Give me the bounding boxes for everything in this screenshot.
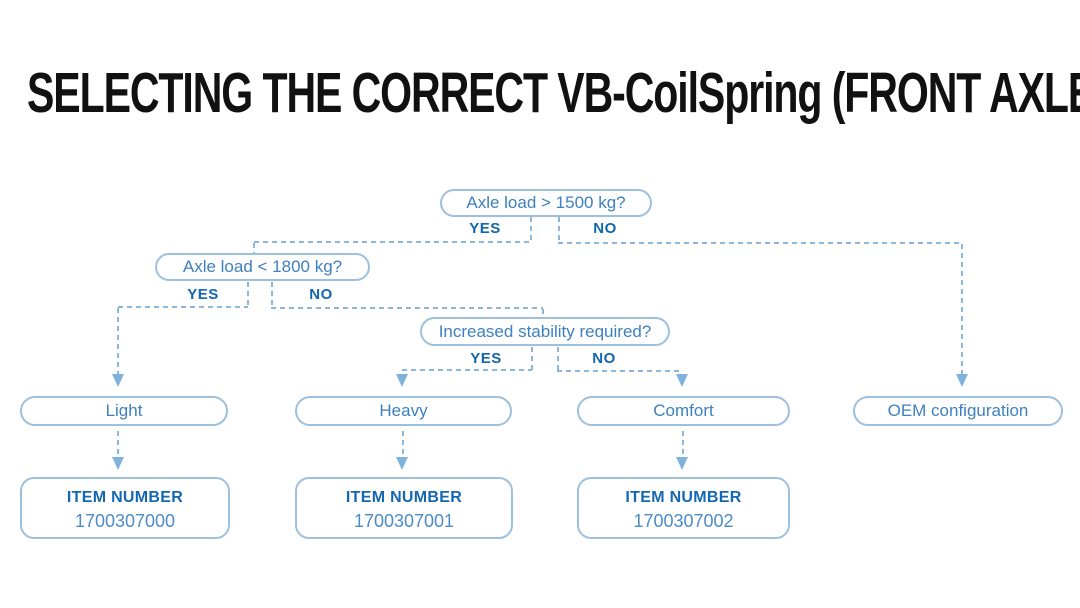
arrow-down-icon bbox=[396, 374, 408, 387]
connector-d1-yes-stub bbox=[530, 217, 532, 242]
item-number-label: ITEM NUMBER bbox=[345, 489, 463, 506]
arrow-down-icon bbox=[112, 374, 124, 387]
item-number-value: 1700307001 bbox=[353, 511, 455, 531]
decision-question: Axle load < 1800 kg? bbox=[182, 257, 343, 276]
decision-axle-load-1500: Axle load > 1500 kg? bbox=[440, 189, 652, 217]
arrow-down-icon bbox=[956, 374, 968, 387]
arrow-down-icon bbox=[676, 457, 688, 470]
connector-d3-yes-horizontal bbox=[402, 369, 532, 371]
branch-no-label-1: NO bbox=[593, 220, 617, 237]
outcome-oem-configuration: OEM configuration bbox=[853, 396, 1063, 426]
connector-d2-yes-stub bbox=[247, 282, 249, 307]
connector-d2-yes-vertical bbox=[117, 308, 119, 374]
connector-d1-yes-horizontal bbox=[254, 241, 531, 243]
connector-d3-no-stub bbox=[557, 347, 559, 371]
branch-no-label-2: NO bbox=[309, 286, 333, 303]
item-number-value: 1700307002 bbox=[633, 511, 734, 531]
item-number-value: 1700307000 bbox=[74, 511, 176, 531]
decision-question: Increased stability required? bbox=[438, 321, 652, 341]
item-number-box-comfort: ITEM NUMBER 1700307002 bbox=[577, 477, 790, 539]
outcome-label: Light bbox=[105, 401, 143, 420]
connector-d2-yes-horizontal bbox=[118, 306, 248, 308]
connector-d1-no-stub bbox=[558, 217, 560, 243]
item-number-label: ITEM NUMBER bbox=[625, 489, 742, 506]
outcome-light: Light bbox=[20, 396, 228, 426]
arrow-down-icon bbox=[676, 374, 688, 387]
connector-d1-no-vertical bbox=[961, 244, 963, 374]
decision-axle-load-1800: Axle load < 1800 kg? bbox=[155, 253, 370, 281]
branch-yes-label-1: YES bbox=[469, 220, 501, 237]
item-number-box-heavy: ITEM NUMBER 1700307001 bbox=[295, 477, 513, 539]
outcome-label: Heavy bbox=[379, 401, 428, 420]
connector-d2-no-drop bbox=[542, 309, 544, 318]
arrow-down-icon bbox=[112, 457, 124, 470]
outcome-label: OEM configuration bbox=[887, 401, 1029, 420]
connector-d3-no-horizontal bbox=[557, 370, 683, 372]
connector-d3-yes-stub bbox=[531, 347, 533, 370]
arrow-down-icon bbox=[396, 457, 408, 470]
connector-d2-no-stub bbox=[271, 282, 273, 308]
branch-yes-label-2: YES bbox=[187, 286, 219, 303]
branch-no-label-3: NO bbox=[592, 350, 616, 367]
outcome-label: Comfort bbox=[653, 401, 714, 420]
item-number-box-light: ITEM NUMBER 1700307000 bbox=[20, 477, 230, 539]
item-number-label: ITEM NUMBER bbox=[66, 489, 184, 506]
connector-comfort-item bbox=[682, 431, 684, 455]
decision-question: Axle load > 1500 kg? bbox=[466, 193, 626, 212]
connector-light-item bbox=[117, 431, 119, 455]
outcome-heavy: Heavy bbox=[295, 396, 512, 426]
connector-d1-no-horizontal bbox=[558, 242, 962, 244]
decision-increased-stability: Increased stability required? bbox=[420, 317, 670, 346]
page-title: SELECTING THE CORRECT VB-CoilSpring (FRO… bbox=[27, 61, 1080, 125]
connector-d1-yes-drop bbox=[253, 243, 255, 253]
connector-heavy-item bbox=[402, 431, 404, 455]
connector-d2-no-horizontal bbox=[271, 307, 543, 309]
outcome-comfort: Comfort bbox=[577, 396, 790, 426]
branch-yes-label-3: YES bbox=[470, 350, 502, 367]
